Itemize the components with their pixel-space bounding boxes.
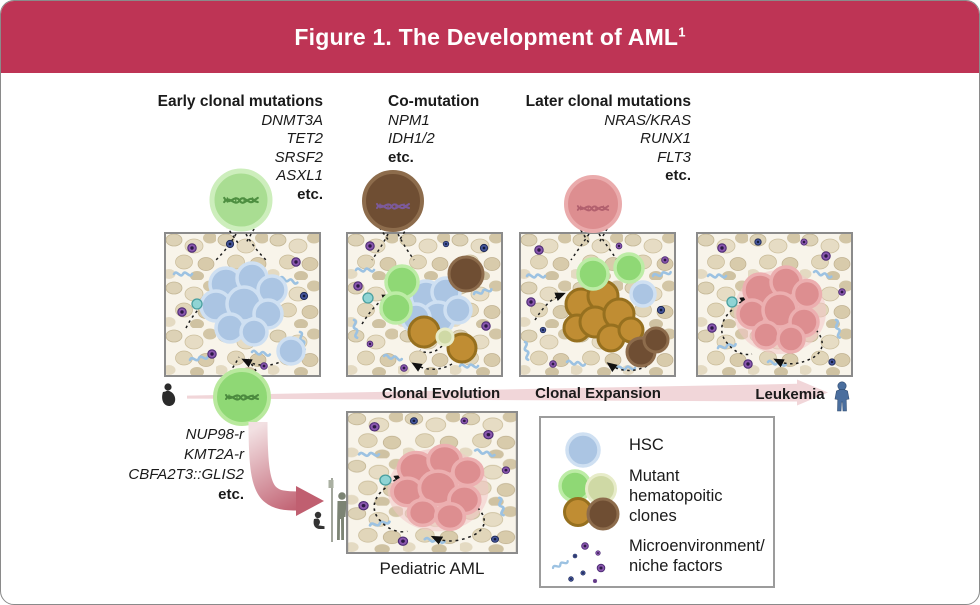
panel-leukemia [696, 232, 853, 377]
pediatric-arrow [248, 421, 324, 516]
figure-title: Figure 1. The Development of AML1 [294, 23, 686, 50]
hsc-cell-icon [565, 432, 601, 468]
child-patient-icon [313, 511, 325, 529]
stage-label-clonal-expansion: Clonal Expansion [535, 385, 661, 402]
gene-item: DNMT3A [261, 111, 323, 129]
etc-label: etc. [297, 185, 323, 203]
iv-pole-patient-icon [328, 478, 347, 542]
stage-label-leukemia: Leukemia [755, 386, 825, 403]
gene-item: NPM1 [388, 111, 430, 129]
etc-label: etc. [388, 148, 414, 166]
pediatric-mutations-list: NUP98-r KMT2A-r CBFA2T3::GLIS2 etc. [86, 425, 244, 505]
figure-header: Figure 1. The Development of AML1 [1, 1, 979, 73]
figure-title-superscript: 1 [678, 23, 686, 39]
gene-item: RUNX1 [640, 130, 691, 147]
stage-label-clonal-evolution: Clonal Evolution [381, 385, 501, 402]
mutant-clones-icon [558, 469, 620, 531]
gene-item: FLT3 [657, 148, 691, 166]
gene-item: ASXL1 [276, 167, 323, 184]
gene-item: SRSF2 [274, 148, 323, 166]
early-mutations-list: Early clonal mutations DNMT3A TET2 SRSF2… [129, 93, 323, 204]
legend-label-hsc: HSC [629, 436, 664, 454]
etc-label: etc. [218, 486, 244, 503]
gene-item: CBFA2T3::GLIS2 [128, 466, 244, 483]
later-mutations-list: Later clonal mutations NRAS/KRAS RUNX1 F… [501, 93, 691, 186]
panel-hsc [164, 232, 321, 377]
early-mutations-heading: Early clonal mutations [157, 93, 323, 110]
legend-label-microenvironment: Microenvironment/ niche factors [629, 537, 765, 575]
panel-pediatric-aml [346, 411, 518, 554]
co-mutation-list: Co-mutation NPM1 IDH1/2 etc. [388, 93, 538, 167]
co-mutation-heading: Co-mutation [388, 93, 480, 110]
gene-item: NRAS/KRAS [604, 111, 691, 129]
panel-clonal-expansion [519, 232, 676, 377]
microenvironment-icon [551, 542, 606, 584]
legend-box: HSC Mutant hematopoitic clones Microenvi… [539, 416, 775, 588]
gene-item: KMT2A-r [184, 446, 244, 463]
later-mutations-heading: Later clonal mutations [525, 93, 691, 110]
germline-clone-green-icon [213, 368, 271, 426]
legend-label-mutant-clones: Mutant hematopoitic clones [629, 467, 723, 525]
gene-item: TET2 [286, 130, 323, 147]
infant-icon [162, 383, 176, 406]
pediatric-panel-label: Pediatric AML [379, 559, 485, 578]
etc-label: etc. [665, 167, 691, 184]
gene-item: IDH1/2 [388, 130, 435, 147]
comutation-clone-brown-icon [362, 170, 424, 232]
panel-clonal-evolution [346, 232, 503, 377]
gene-item: NUP98-r [185, 426, 244, 443]
